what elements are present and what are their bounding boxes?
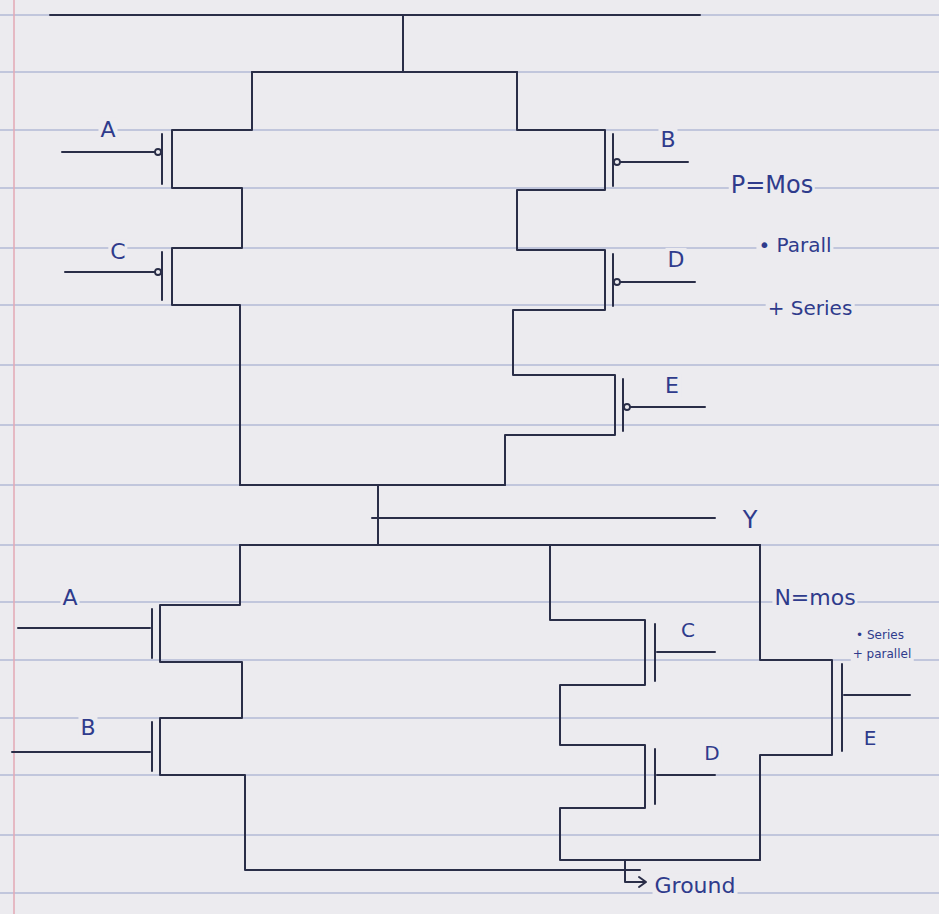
note-text: + parallel	[851, 648, 914, 661]
gate-label: D	[666, 248, 687, 272]
gate-label: C	[108, 240, 127, 264]
note-text: + Series	[766, 297, 855, 319]
gate-label: B	[78, 716, 97, 740]
note-text: N=mos	[772, 586, 857, 610]
gate-label: E	[663, 374, 681, 398]
gate-label: E	[862, 727, 879, 749]
gate-label: D	[702, 742, 721, 764]
gate-label: B	[658, 128, 677, 152]
gate-label: A	[98, 118, 117, 142]
ground-label: Ground	[653, 874, 738, 898]
gate-label: A	[60, 586, 79, 610]
output-label: Y	[741, 507, 760, 533]
gate-label: C	[679, 619, 697, 641]
note-text: • Parall	[756, 234, 833, 256]
note-text: • Series	[854, 629, 906, 642]
note-text: P=Mos	[729, 172, 815, 198]
